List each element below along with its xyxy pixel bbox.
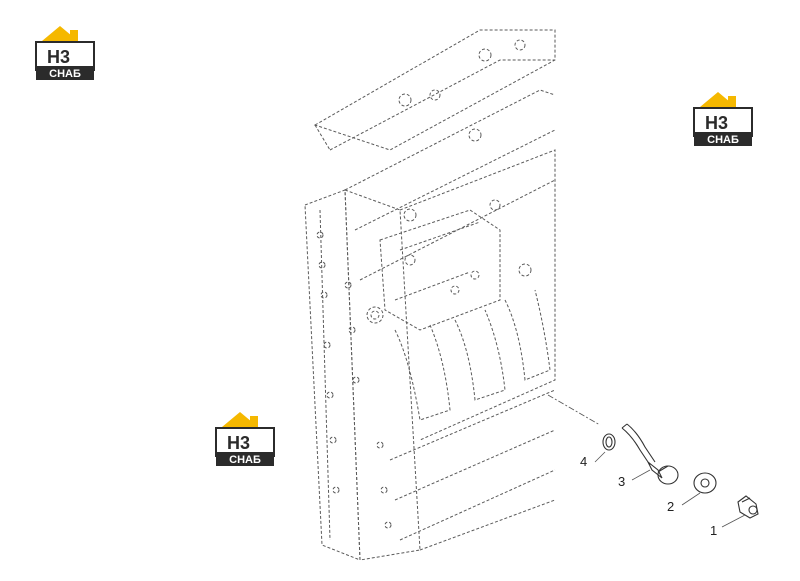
logo-bottom-text: СНАБ: [49, 68, 81, 80]
logo-bottom-text: СНАБ: [229, 454, 261, 466]
callout-label-2: 2: [667, 499, 675, 514]
callout-label-3: 3: [618, 474, 626, 489]
callout-label-4: 4: [580, 454, 588, 469]
brand-logo: H3 СНАБ: [210, 408, 278, 468]
callout-label-1: 1: [710, 523, 718, 538]
logo-top-text: H3: [227, 433, 250, 453]
brand-logo: H3 СНАБ: [688, 88, 756, 148]
logo-top-text: H3: [705, 113, 728, 133]
logo-top-text: H3: [47, 47, 70, 67]
logo-bottom-text: СНАБ: [707, 134, 739, 146]
brand-logo: H3 СНАБ: [30, 22, 98, 82]
